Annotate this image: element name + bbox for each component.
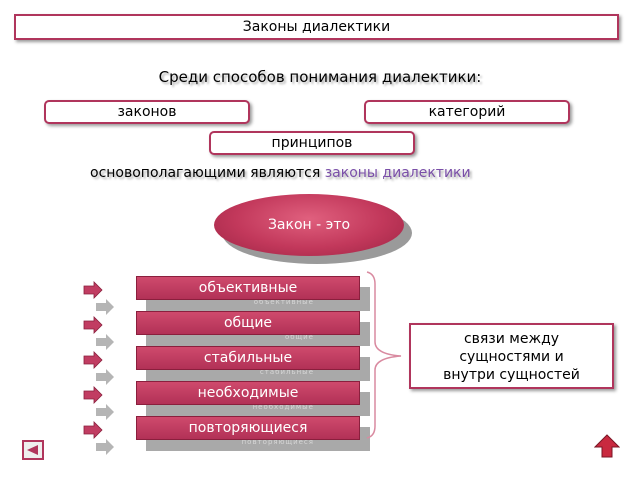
arrow-bullet-icon (83, 281, 114, 315)
method-principles: принципов (209, 131, 415, 155)
sentence-text: основополагающими являются (90, 165, 321, 181)
method-laws: законов (44, 100, 250, 124)
back-button[interactable] (22, 440, 44, 460)
sentence: основополагающими являются законы диалек… (90, 165, 471, 181)
definition-box: связи между сущностями и внутри сущносте… (409, 323, 614, 389)
heading: Среди способов понимания диалектики: (158, 68, 482, 86)
home-button[interactable] (594, 434, 620, 458)
slide-title: Законы диалектики (14, 14, 619, 40)
law-label: Закон - это (267, 217, 351, 233)
arrow-bullet-icon (83, 421, 114, 455)
home-arrow-icon (594, 434, 620, 458)
method-categories: категорий (364, 100, 570, 124)
definition-line: связи между (463, 331, 560, 347)
law-ellipse: Закон - это (214, 194, 404, 256)
property-stable: стабильные (136, 346, 360, 370)
arrow-bullet-icon (83, 351, 114, 385)
property-general: общие (136, 311, 360, 335)
arrow-bullet-icon (83, 386, 114, 420)
property-objective: объективные (136, 276, 360, 300)
definition-line: внутри сущностей (443, 367, 580, 383)
brace-icon (366, 271, 402, 439)
definition-line: сущностями и (459, 349, 564, 365)
arrow-bullet-icon (83, 316, 114, 350)
property-recurring: повторяющиеся (136, 416, 360, 440)
sentence-highlight: законы диалектики (324, 165, 471, 181)
property-necessary: необходимые (136, 381, 360, 405)
back-arrow-icon (27, 445, 38, 455)
